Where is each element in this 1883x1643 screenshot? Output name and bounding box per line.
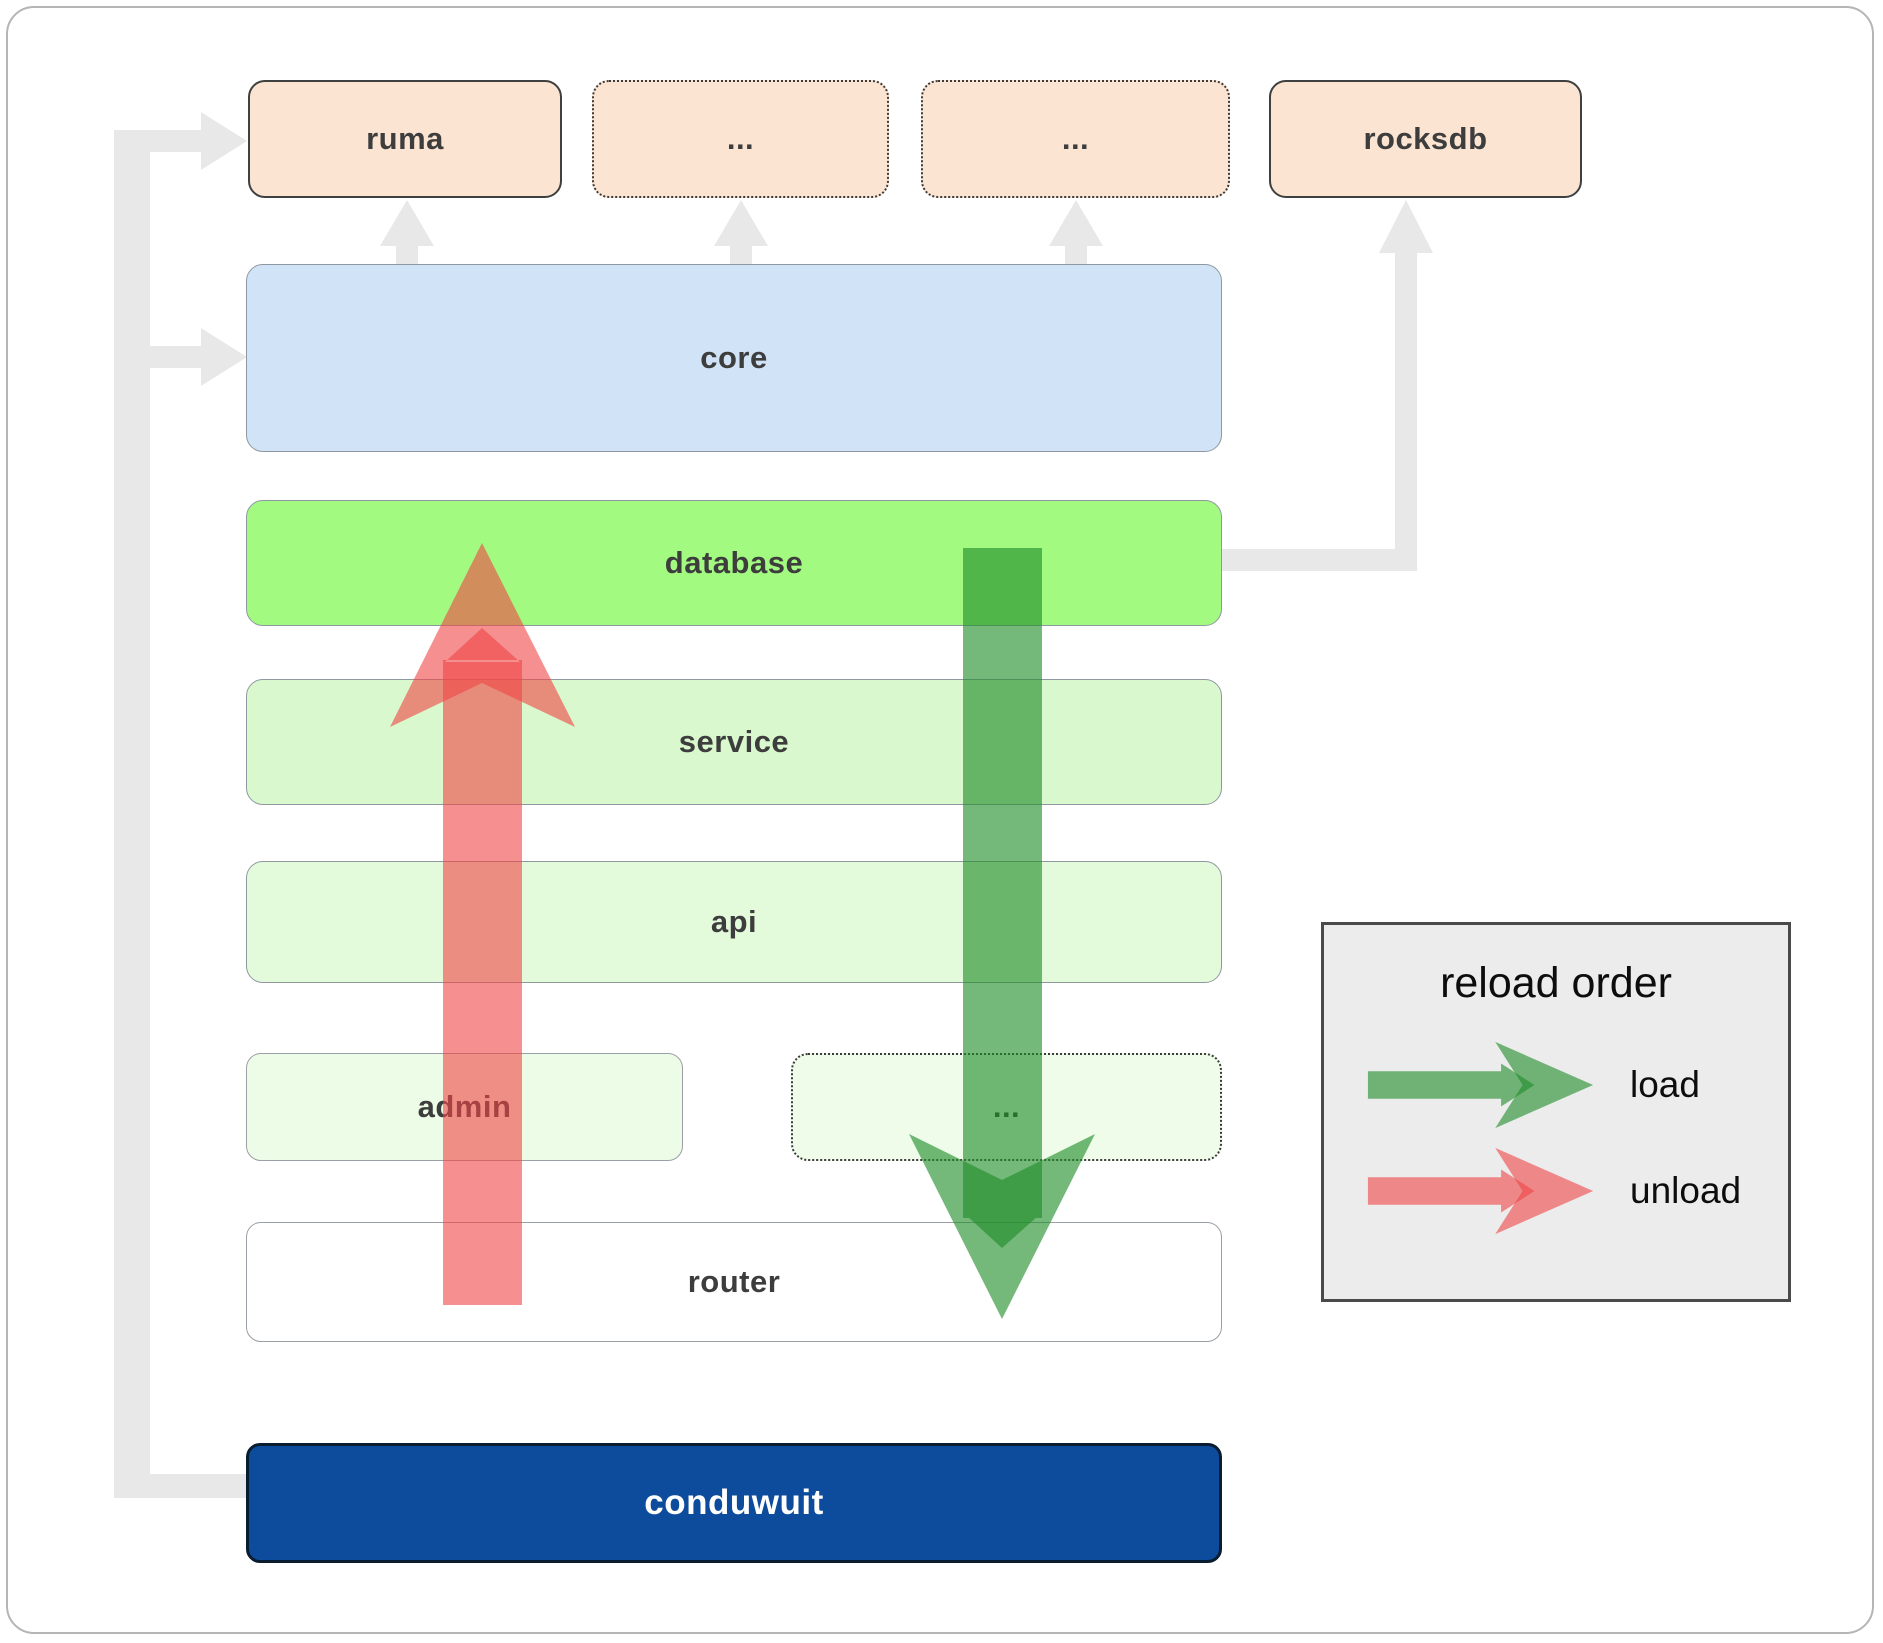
node-conduwuit: conduwuit	[246, 1443, 1222, 1563]
node-database-label: database	[664, 545, 804, 580]
node-service-label: service	[678, 724, 790, 759]
outer-frame	[6, 6, 1874, 1634]
node-dots-mid: ...	[791, 1053, 1222, 1161]
node-core: core	[246, 264, 1222, 452]
legend-item-load: load	[1324, 1035, 1788, 1135]
node-admin-label: admin	[417, 1089, 512, 1124]
node-ruma: ruma	[248, 80, 562, 198]
legend-unload-label: unload	[1630, 1170, 1742, 1211]
node-rocksdb: rocksdb	[1269, 80, 1582, 198]
node-dots-top-right-label: ...	[1061, 121, 1090, 156]
node-dots-top-left: ...	[592, 80, 889, 198]
unload-arrow-icon	[1367, 1147, 1594, 1235]
node-admin: admin	[246, 1053, 683, 1161]
node-router-label: router	[687, 1264, 781, 1299]
load-arrow-shaft	[1367, 1063, 1535, 1107]
node-router: router	[246, 1222, 1222, 1342]
node-database: database	[246, 500, 1222, 626]
node-conduwuit-label: conduwuit	[644, 1483, 824, 1522]
node-rocksdb-label: rocksdb	[1363, 121, 1488, 156]
node-core-label: core	[700, 340, 768, 375]
node-api-label: api	[710, 904, 758, 939]
node-ruma-label: ruma	[366, 121, 444, 156]
unload-arrow-head	[1495, 1147, 1594, 1235]
node-dots-top-left-label: ...	[726, 121, 755, 156]
node-dots-mid-label: ...	[992, 1089, 1021, 1124]
node-api: api	[246, 861, 1222, 983]
node-service: service	[246, 679, 1222, 805]
legend-title: reload order	[1440, 959, 1672, 1007]
node-dots-top-right: ...	[921, 80, 1230, 198]
unload-arrow-shaft	[1367, 1169, 1535, 1213]
legend-load-label: load	[1630, 1064, 1700, 1105]
legend-item-unload: unload	[1324, 1141, 1788, 1241]
load-arrow-icon	[1367, 1041, 1594, 1129]
load-arrow-head	[1495, 1041, 1594, 1129]
legend: reload order load unload	[1321, 922, 1791, 1302]
